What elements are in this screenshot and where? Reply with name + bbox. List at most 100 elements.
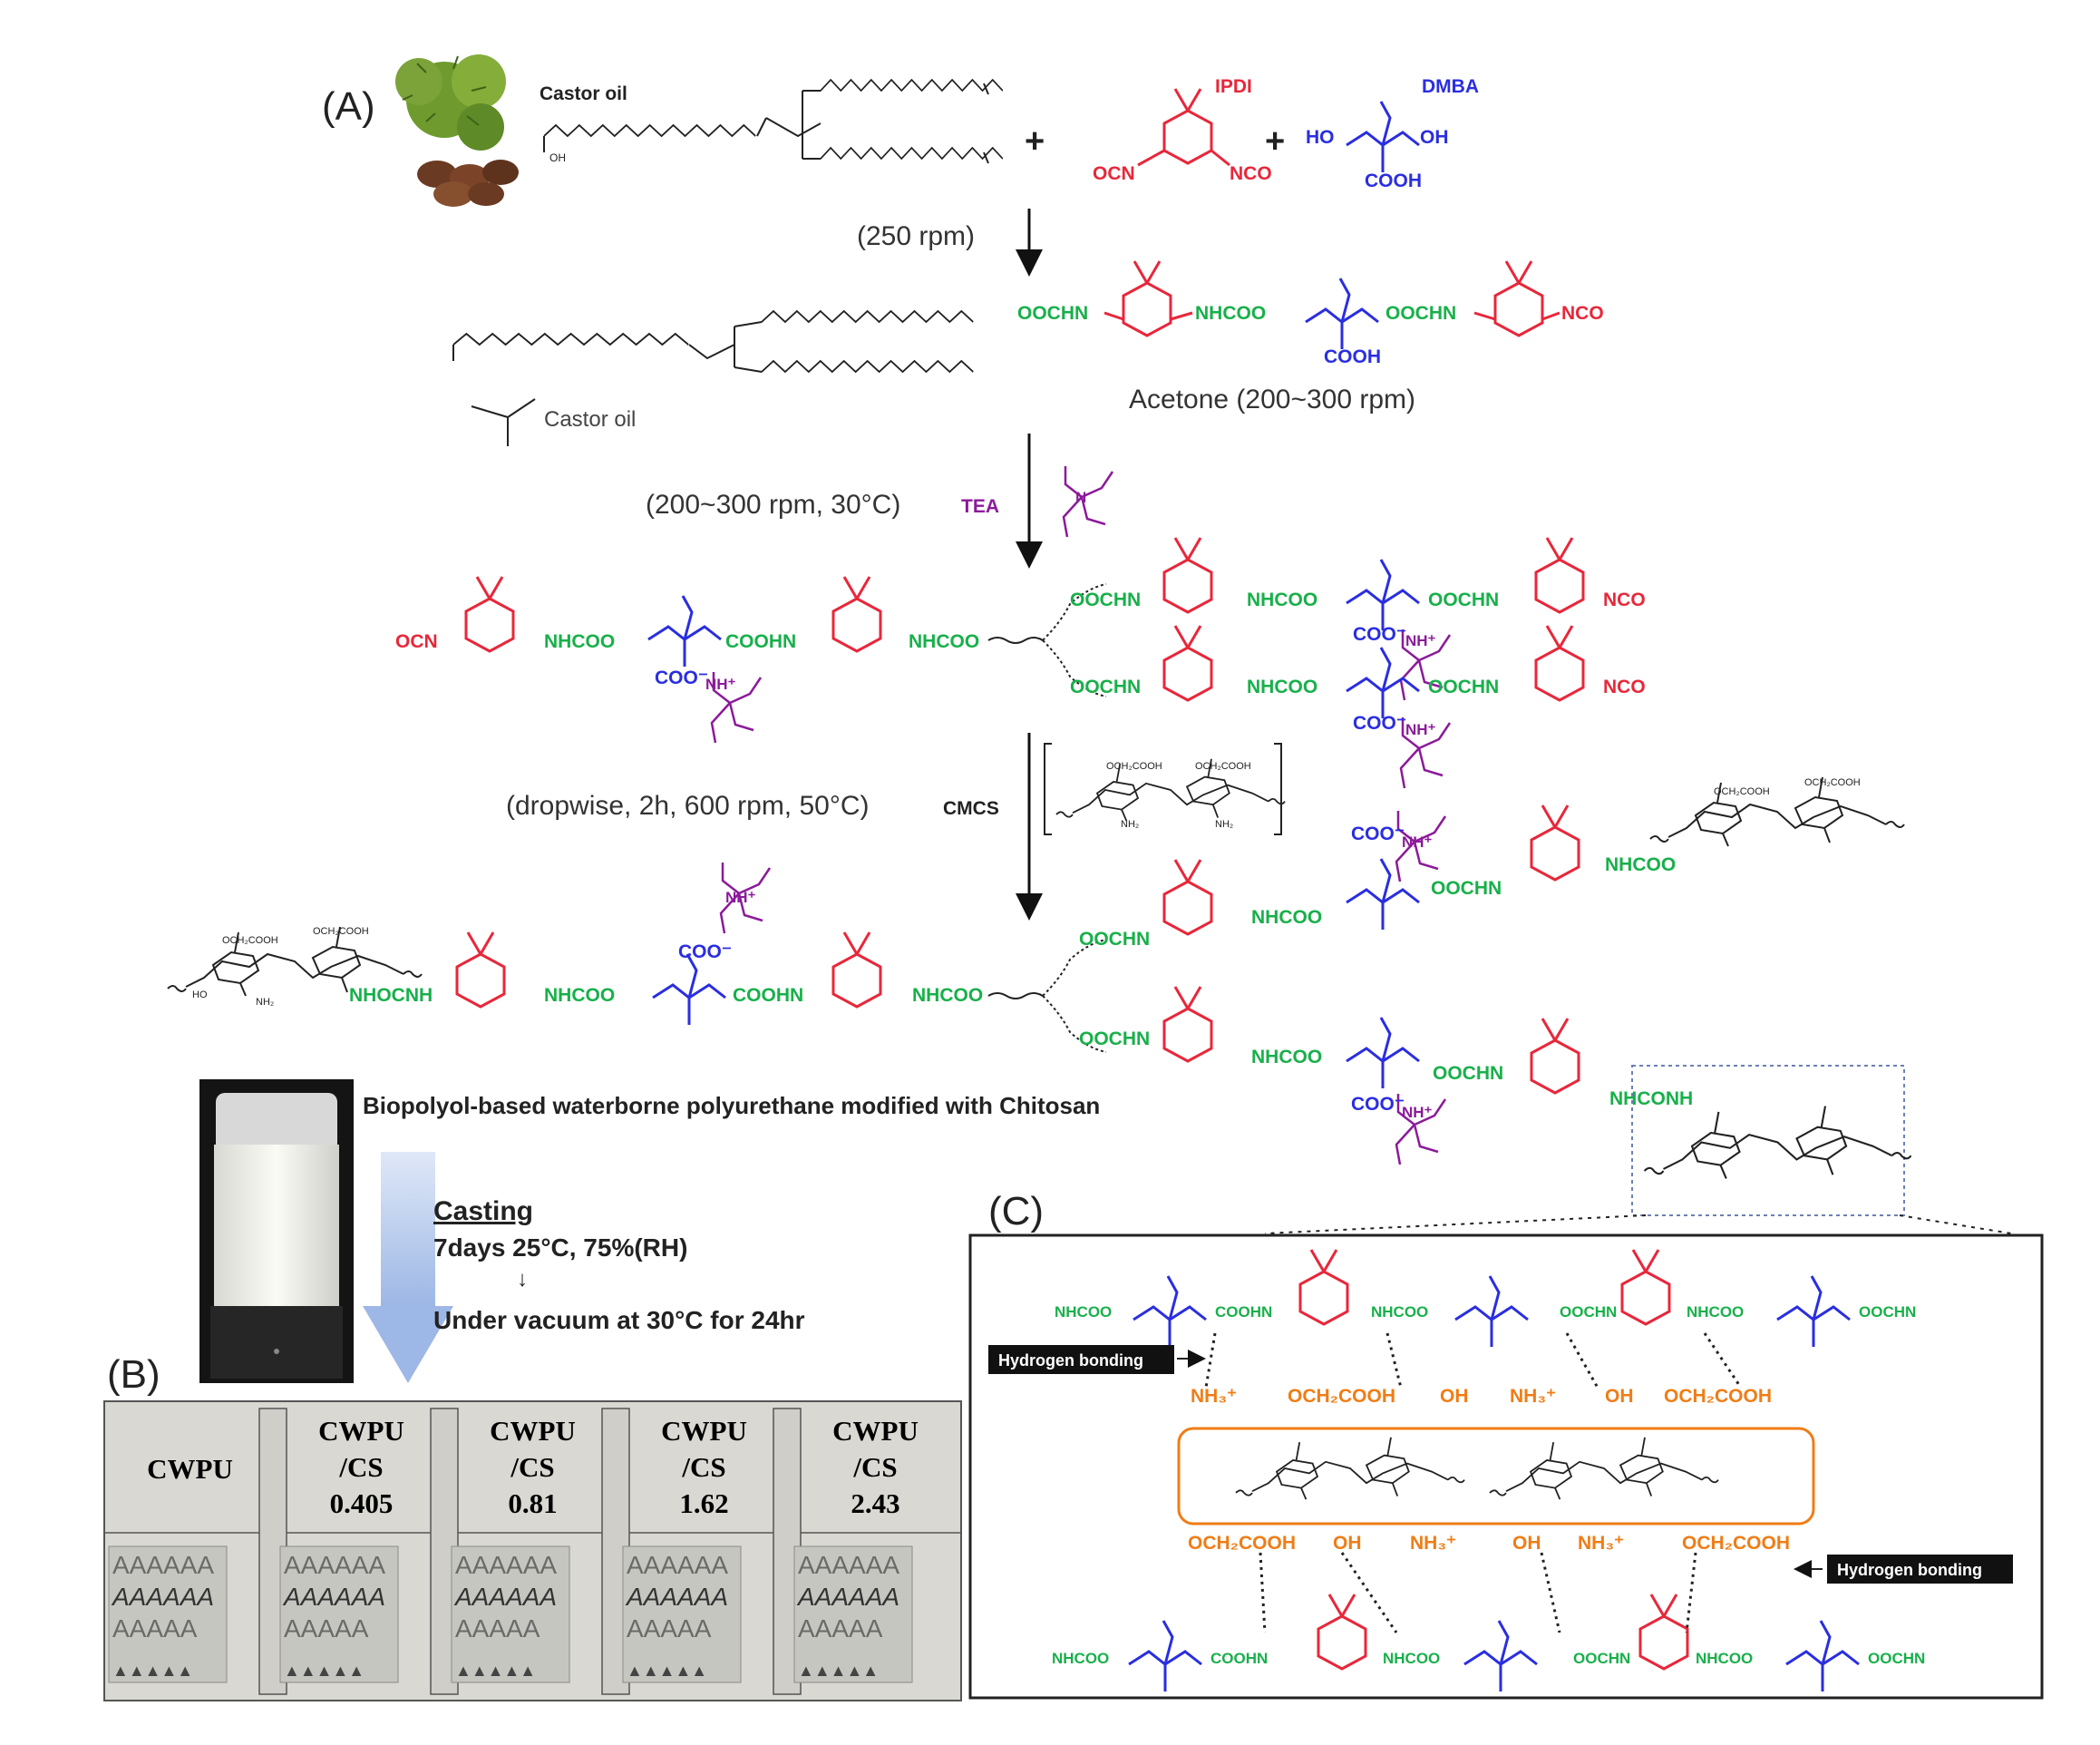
film-sample-text: AAAAAA (455, 1551, 557, 1579)
prod-nhcoo-2: NHCOO (912, 985, 983, 1006)
ipdi-nco: NCO (1230, 163, 1272, 184)
film-sample (451, 1545, 570, 1683)
ipdi-structure (1137, 87, 1230, 167)
film-column-name: CWPU (490, 1415, 576, 1447)
prod-oochn-dn: OOCHN (1079, 1028, 1150, 1049)
cmcs-label: CMCS (943, 798, 999, 819)
product-label: Biopolyol-based waterborne polyurethane … (363, 1092, 1100, 1119)
prepoly-cooh: COOH (1324, 346, 1381, 367)
ionomer-nco-up: NCO (1603, 590, 1646, 610)
panel-c-bottom-group: OOCHN (1573, 1650, 1630, 1667)
svg-text:OH: OH (549, 151, 566, 164)
film-column-ratio: 0.81 (508, 1487, 557, 1519)
prod-nhcoo-1: NHCOO (544, 985, 615, 1006)
film-sample-text: ▲▲▲▲▲ (112, 1662, 193, 1680)
film-sample (279, 1545, 399, 1683)
panel-c-chains (1127, 1248, 1861, 1693)
panel-c-top-group: OOCHN (1859, 1303, 1916, 1321)
film-sample-text: ▲▲▲▲▲ (455, 1662, 536, 1680)
panel-c-lower-group: OCH₂COOH (1188, 1533, 1296, 1554)
prod-coohn: COOHN (733, 985, 803, 1006)
step2-condition: (200~300 rpm, 30°C) (646, 490, 900, 520)
panel-c-bottom-group: OOCHN (1868, 1650, 1925, 1667)
film-sample-text: ▲▲▲▲▲ (284, 1662, 365, 1680)
casting-arrow-glyph: ↓ (517, 1267, 528, 1292)
hydrogen-bonding-label-2: Hydrogen bonding (1837, 1561, 1982, 1579)
ionomer-nco-dn: NCO (1603, 677, 1646, 697)
dispersion-vial-photo (199, 1079, 354, 1383)
panel-c-top-group: COOHN (1215, 1303, 1272, 1321)
castor-oil-label: Castor oil (540, 83, 627, 104)
film-sample-text: AAAAAA (627, 1551, 728, 1579)
film-sample-text: ▲▲▲▲▲ (627, 1662, 707, 1680)
film-sample (108, 1545, 228, 1683)
prepolymer-structure (452, 259, 1560, 373)
film-sample-text: AAAAAA (282, 1583, 385, 1611)
ionomer-nh-dn: NH⁺ (1405, 721, 1436, 738)
film-sample-text: AAAAAA (625, 1583, 728, 1611)
hydrogen-bond-lines (1204, 1332, 1743, 1633)
film-column-name: CWPU (318, 1415, 404, 1447)
prepoly-nco: NCO (1561, 303, 1604, 324)
casting-line2: Under vacuum at 30°C for 24hr (433, 1306, 805, 1334)
film-sample-text: AAAAAA (798, 1551, 899, 1579)
panel-c-upper-group: OCH₂COOH (1288, 1386, 1395, 1407)
film-sample-text: AAAAAA (284, 1551, 385, 1579)
hydrogen-bonding-badge-1 (988, 1345, 1174, 1374)
ionomer-coo-dn: COO⁻ (1353, 713, 1406, 734)
film-sample-text: AAAAA (284, 1614, 369, 1643)
panel-c-lower-group: OH (1512, 1533, 1541, 1554)
prod-och2cooh-3: OCH₂COOH (1714, 786, 1770, 797)
prod-coo-1: COO⁻ (678, 941, 732, 962)
film-sample-text: AAAAA (455, 1614, 540, 1643)
prod-och2cooh-4: OCH₂COOH (1804, 777, 1861, 788)
cmcs-och2cooh-1: OCH₂COOH (1106, 761, 1162, 772)
prod-oochn-up: OOCHN (1079, 929, 1150, 950)
ipdi-ocn: OCN (1093, 163, 1135, 184)
plus-1: + (1025, 122, 1045, 161)
casting-line1: 7days 25°C, 75%(RH) (433, 1233, 687, 1262)
panel-c-upper-group: NH₃⁺ (1191, 1386, 1237, 1407)
prepoly-oochn-1: OOCHN (1017, 303, 1088, 324)
prod-coo-dn: COO⁻ (1351, 1094, 1405, 1115)
panel-a-label: (A) (322, 84, 375, 129)
prod-och2cooh-1: OCH₂COOH (222, 935, 278, 946)
prod-nhconh: NHCONH (1609, 1088, 1693, 1109)
panel-c-top-group: NHCOO (1687, 1303, 1744, 1321)
prod-nh-1: NH⁺ (725, 889, 756, 906)
hydrogen-bond-callout-arrows (1177, 1350, 1823, 1578)
film-sample (793, 1545, 913, 1683)
film-column-name: CWPU (147, 1453, 233, 1485)
ionomer-coo-up: COO⁻ (1353, 624, 1406, 645)
panel-c-frame (968, 1233, 2044, 1700)
dmba-oh: OH (1420, 127, 1449, 148)
film-column-ratio: 1.62 (679, 1487, 728, 1519)
cmcs-nh2-1: NH₂ (1121, 819, 1139, 830)
prepoly-oochn-2: OOCHN (1385, 303, 1456, 324)
film-sample-text: AAAAA (627, 1614, 712, 1643)
panel-c-label: (C) (988, 1189, 1044, 1233)
cmcs-nh2-2: NH₂ (1215, 819, 1233, 830)
film-column-ratio: 2.43 (851, 1487, 899, 1519)
casting-arrow (363, 1152, 453, 1383)
prod-nhcoo-up: NHCOO (1251, 907, 1322, 928)
film-column-cs: /CS (681, 1451, 725, 1483)
ipdi-label: IPDI (1215, 76, 1252, 97)
panel-c-lower-group: OH (1333, 1533, 1362, 1554)
film-sample (622, 1545, 742, 1683)
zoom-box (1264, 1065, 2012, 1234)
film-column-cs: /CS (338, 1451, 383, 1483)
panel-c-upper-group: OH (1440, 1386, 1469, 1407)
acetone-condition: Acetone (200~300 rpm) (1129, 385, 1415, 414)
film-sample-text: AAAAAA (111, 1583, 214, 1611)
panel-c-upper-group: OCH₂COOH (1664, 1386, 1772, 1407)
plus-2: + (1265, 122, 1285, 161)
prod-oochn-dn-2: OOCHN (1433, 1063, 1503, 1084)
prod-nhocnh: NHOCNH (349, 985, 433, 1006)
dmba-cooh: COOH (1365, 171, 1422, 191)
step3-condition: (dropwise, 2h, 600 rpm, 50°C) (506, 791, 870, 821)
cmcs-structure (1044, 743, 1286, 835)
film-sample-text: AAAAAA (796, 1583, 899, 1611)
ionomer-structure (464, 536, 1585, 790)
